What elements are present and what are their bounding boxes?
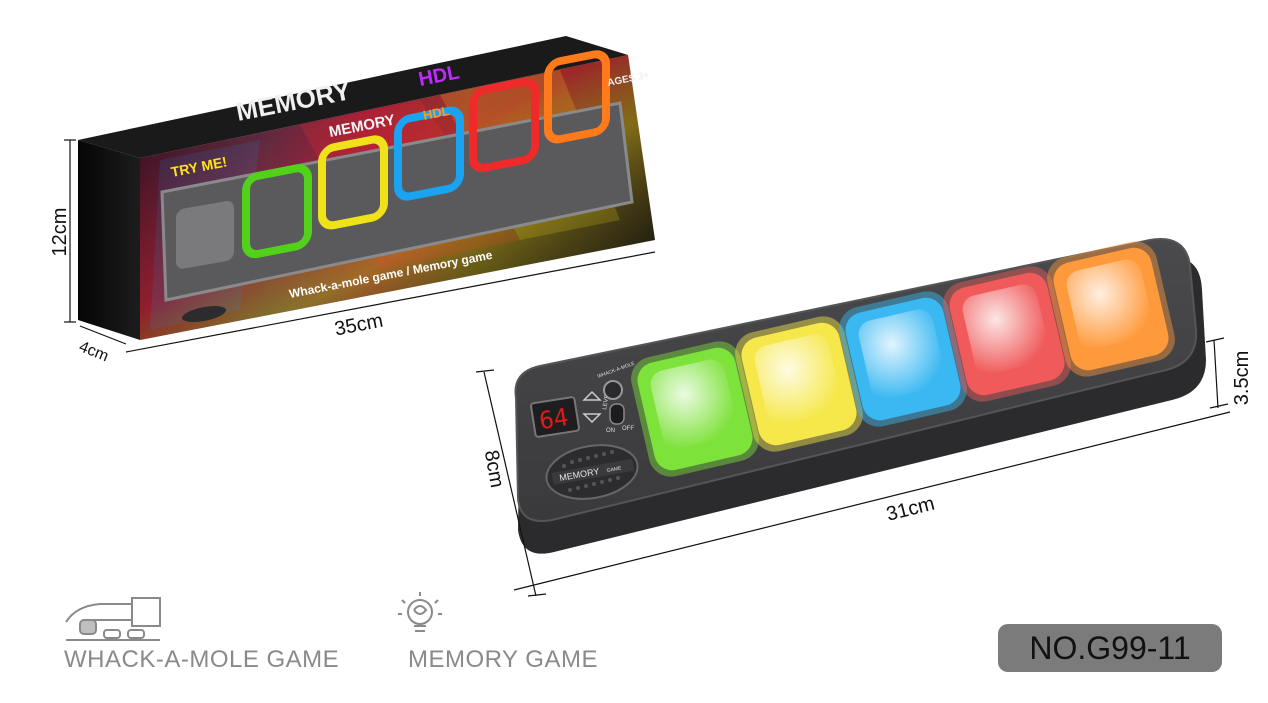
level-label: LEVEL: [602, 390, 611, 410]
game-button-4[interactable]: [939, 262, 1076, 406]
power-switch[interactable]: [609, 403, 625, 425]
display-digits: 64: [537, 403, 570, 435]
feature-memory: MEMORY GAME: [408, 646, 598, 674]
box-brand-small-suffix: HDL: [422, 103, 451, 123]
device-length-label: 31cm: [884, 493, 937, 526]
hand-press-icon: [65, 597, 161, 641]
model-number-badge: NO.G99-11: [998, 624, 1222, 672]
box-length-label: 35cm: [333, 310, 385, 341]
box-dimension-lines: [64, 139, 656, 353]
speaker-grill: MEMORY GAME: [545, 444, 639, 500]
lightbulb-brain-icon: [398, 592, 442, 632]
level-up-icon[interactable]: [582, 390, 602, 401]
feature-whack-a-mole: WHACK-A-MOLE GAME: [64, 646, 339, 674]
mode-knob[interactable]: [603, 380, 623, 400]
box-side: [78, 140, 140, 340]
game-button-2[interactable]: [731, 312, 868, 456]
off-label: OFF: [622, 426, 634, 432]
box-depth-label: 4cm: [76, 338, 110, 365]
feature-memory-label: MEMORY GAME: [408, 646, 598, 673]
game-button-1[interactable]: [627, 337, 764, 481]
game-device: 64 LEVEL WHACK-A-MOLE ON OFF MEMORY GAME: [514, 237, 1206, 554]
box-height-label: 12cm: [49, 208, 71, 257]
digit-display: [530, 396, 580, 438]
game-button-5[interactable]: [1043, 237, 1180, 381]
package-box: MEMORY HDL MEMORY HDL TRY ME! AGES 3+ Wh…: [78, 36, 655, 340]
game-button-3[interactable]: [835, 287, 972, 431]
box-buttons: [242, 50, 610, 259]
level-down-icon[interactable]: [582, 413, 602, 424]
device-dimension-lines: [475, 337, 1231, 597]
game-buttons: [627, 237, 1180, 481]
feature-whack-a-mole-label: WHACK-A-MOLE GAME: [64, 646, 340, 673]
device-height-label: 3.5cm: [1231, 351, 1253, 405]
speaker-label-suffix: GAME: [606, 465, 622, 474]
on-label: ON: [606, 428, 615, 434]
